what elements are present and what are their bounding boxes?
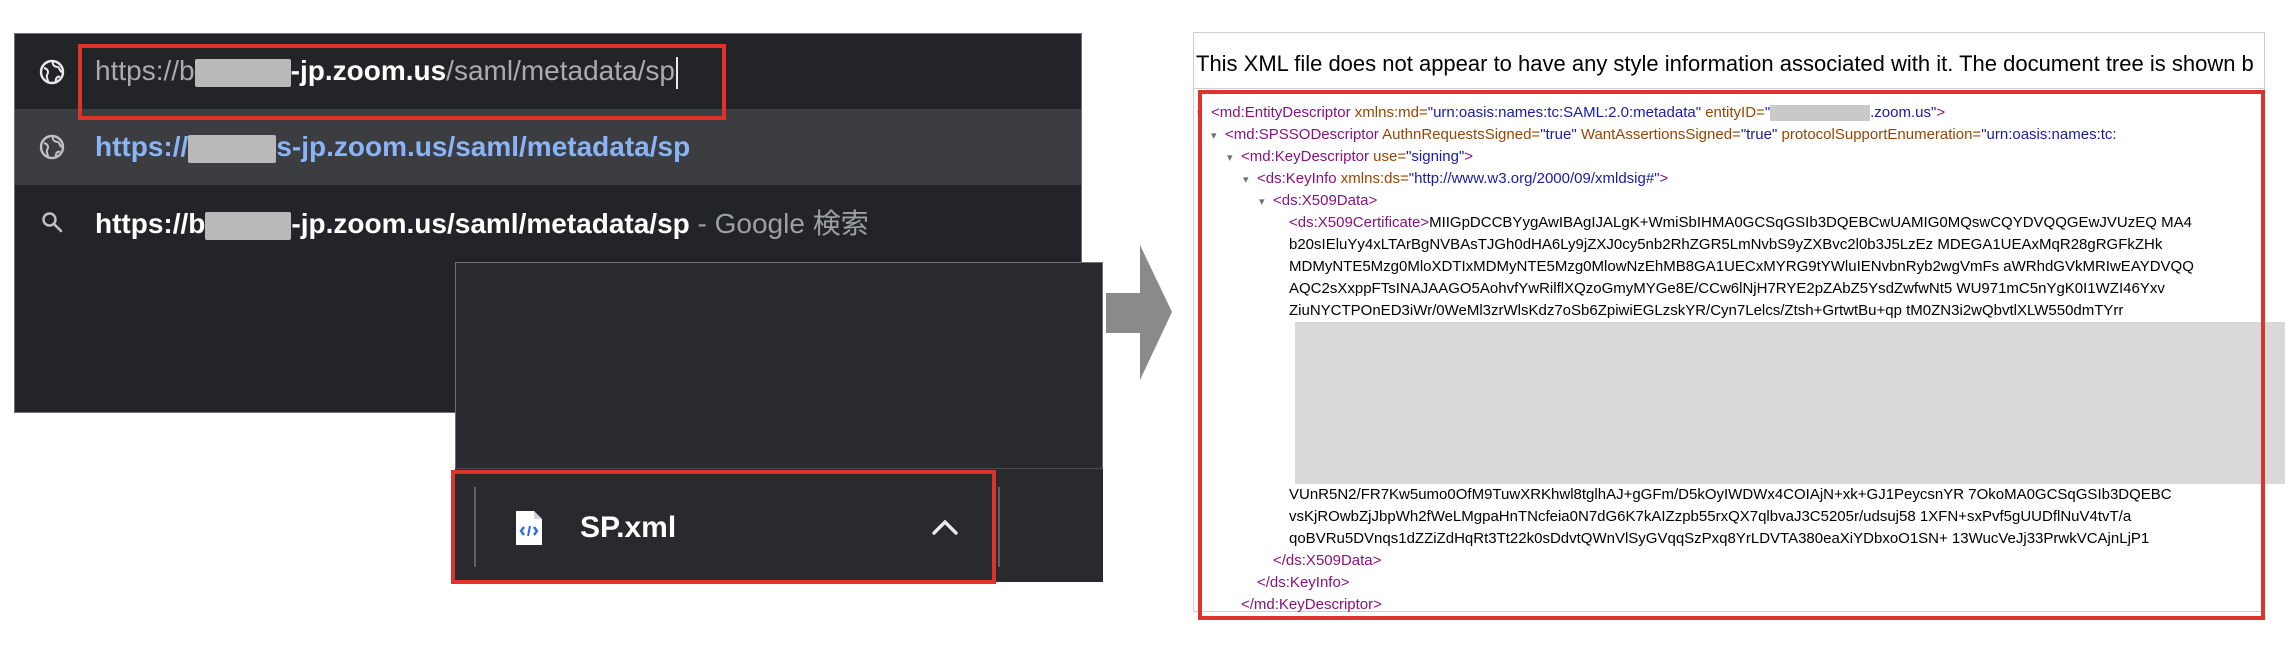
text-caret (675, 56, 678, 89)
suggestion-search-text: https://b-jp.zoom.us/saml/metadata/sp - … (95, 208, 869, 240)
certificate-text-line: b20sIEluYy4xLTArBgNVBAsTJGh0dHA6Ly9jZXJ0… (1289, 236, 2163, 253)
certificate-text-line: vsKjROwbZjJbpWh2fWeLMgpaHnTNcfeia0N7dG6K… (1289, 508, 2132, 525)
search-icon (37, 207, 67, 237)
download-filename: SP.xml (580, 511, 677, 544)
certificate-text-line: MDMyNTE5Mzg0MloXDTIxMDMyNTE5Mzg0MlowNzEh… (1289, 258, 2194, 275)
redacted-block (1770, 105, 1871, 122)
address-bar-highlight (78, 44, 726, 120)
divider (1194, 88, 2264, 89)
certificate-text-line: ZiuNYCTPOnED3iWr/0WeMl3zrWlsKdz7oSb6Zpiw… (1289, 302, 2124, 319)
xml-line-key-descriptor[interactable]: ▾<md:KeyDescriptor use="signing"> (1227, 146, 1473, 169)
chevron-up-icon[interactable] (930, 515, 960, 539)
redacted-block (194, 58, 291, 87)
redacted-block (188, 134, 277, 163)
xml-file-icon (514, 509, 544, 547)
collapse-triangle-icon[interactable]: ▾ (1259, 196, 1265, 208)
right-arrow-icon (1106, 245, 1172, 380)
collapse-triangle-icon[interactable]: ▾ (1243, 174, 1249, 186)
certificate-text-line: qoBVRu5DVnqs1dZZiZdHqRt3Tt22k0sDdvtQWnVl… (1289, 530, 2150, 547)
xml-line-x509-certificate: <ds:X509Certificate>MIIGpDCCBYygAwIBAgIJ… (1289, 214, 2192, 231)
certificate-text-line: AQC2sXxppFTsINAJAAGO5AohvfYwRilflXQzoGmy… (1289, 280, 2165, 297)
xml-line-entity-descriptor[interactable]: ▾<md:EntityDescriptor xmlns:md="urn:oasi… (1197, 102, 1945, 125)
xml-line-key-descriptor-close: </md:KeyDescriptor> (1241, 596, 1382, 613)
xml-line-key-info[interactable]: ▾<ds:KeyInfo xmlns:ds="http://www.w3.org… (1243, 168, 1668, 191)
address-bar[interactable]: https://b-jp.zoom.us/saml/metadata/sp (15, 34, 1081, 110)
redacted-block (205, 211, 292, 240)
suggestion-url[interactable]: https://s-jp.zoom.us/saml/metadata/sp (15, 109, 1081, 185)
xml-document-tree: ▾<md:EntityDescriptor xmlns:md="urn:oasi… (1197, 96, 2263, 616)
redacted-certificate-block (1295, 322, 2285, 484)
xml-line-spsso-descriptor[interactable]: ▾<md:SPSSODescriptor AuthnRequestsSigned… (1211, 124, 2117, 147)
xml-tree-highlight (1198, 90, 2265, 620)
suggestion-url-text: https://s-jp.zoom.us/saml/metadata/sp (95, 131, 691, 163)
globe-icon (37, 57, 67, 87)
suggestion-google-search[interactable]: https://b-jp.zoom.us/saml/metadata/sp - … (15, 184, 1081, 260)
xml-line-x509-data[interactable]: ▾<ds:X509Data> (1259, 190, 1377, 213)
divider (998, 487, 1000, 567)
certificate-text-line: VUnR5N2/FR7Kw5umo0OfM9TuwXRKhwl8tglhAJ+g… (1289, 486, 2172, 503)
xml-style-info-message: This XML file does not appear to have an… (1196, 51, 2254, 76)
collapse-triangle-icon[interactable]: ▾ (1211, 130, 1217, 142)
globe-icon (37, 132, 67, 162)
xml-line-key-info-close: </ds:KeyInfo> (1257, 574, 1350, 591)
collapse-triangle-icon[interactable]: ▾ (1227, 152, 1233, 164)
xml-line-x509-data-close: </ds:X509Data> (1273, 552, 1382, 569)
divider (474, 487, 476, 567)
download-item[interactable]: SP.xml (514, 500, 974, 556)
download-item-highlight (451, 470, 996, 584)
address-bar-url[interactable]: https://b-jp.zoom.us/saml/metadata/sp (95, 55, 678, 89)
